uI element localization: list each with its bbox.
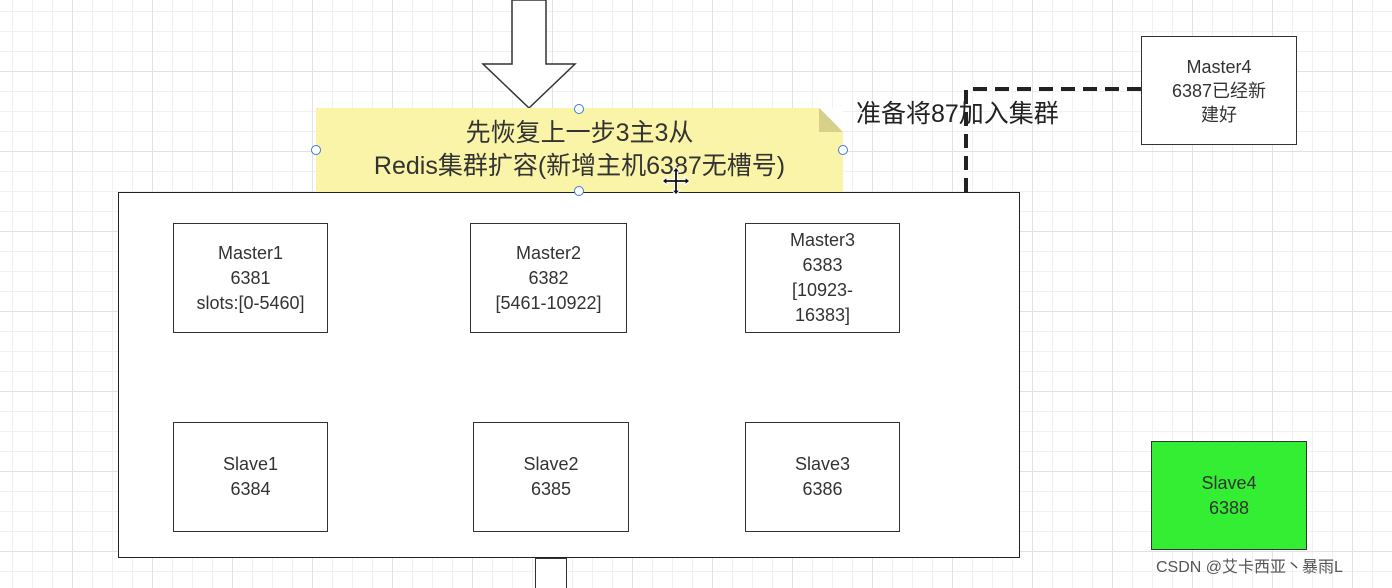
master1-slots: slots:[0-5460] — [196, 292, 305, 313]
slave4-node[interactable]: Slave4 6388 — [1151, 441, 1307, 550]
note-line-1: 先恢复上一步3主3从 — [465, 119, 694, 147]
master4-line1: Master4 — [1186, 56, 1252, 77]
slave3-name: Slave3 — [794, 454, 851, 474]
slave1-name: Slave1 — [222, 454, 279, 474]
slave1-node[interactable]: Slave1 6384 — [173, 422, 328, 532]
master3-port: 6383 — [802, 255, 843, 275]
slave3-node[interactable]: Slave3 6386 — [745, 422, 900, 532]
master3-slots-line1: [10923- — [791, 280, 854, 300]
sticky-note[interactable]: 先恢复上一步3主3从 Redis集群扩容(新增主机6387无槽号) — [316, 108, 843, 192]
master3-node[interactable]: Master3 6383 [10923- 16383] — [745, 223, 900, 333]
master2-name: Master2 — [515, 242, 582, 263]
master3-slots-line2: 16383] — [794, 305, 851, 325]
slave3-port: 6386 — [802, 479, 843, 499]
watermark: CSDN @艾卡西亚丶暴雨L — [1156, 559, 1343, 576]
selection-handle-left[interactable] — [311, 145, 321, 155]
slave2-node[interactable]: Slave2 6385 — [473, 422, 629, 532]
slave1-port: 6384 — [230, 479, 271, 499]
master1-name: Master1 — [217, 242, 284, 263]
note-fold-corner — [819, 108, 843, 132]
slave2-name: Slave2 — [523, 454, 579, 474]
selection-handle-right[interactable] — [838, 145, 848, 155]
bottom-arrow-stub — [535, 558, 567, 588]
selection-handle-top[interactable] — [574, 104, 584, 114]
move-cursor-icon — [661, 166, 691, 196]
master1-node[interactable]: Master1 6381 slots:[0-5460] — [173, 223, 328, 333]
note-line-2: Redis集群扩容(新增主机6387无槽号) — [373, 152, 786, 180]
master2-slots: [5461-10922] — [495, 292, 602, 313]
master1-port: 6381 — [230, 267, 271, 288]
slave2-port: 6385 — [530, 479, 572, 499]
master4-line2: 6387已经新 — [1171, 80, 1267, 101]
master3-name: Master3 — [789, 230, 856, 250]
master4-node[interactable]: Master4 6387已经新 建好 — [1141, 36, 1297, 145]
slave4-port: 6388 — [1208, 497, 1250, 518]
selection-handle-bottom[interactable] — [574, 186, 584, 196]
join-caption: 准备将87加入集群 — [856, 100, 1059, 128]
slave4-name: Slave4 — [1201, 472, 1257, 493]
master2-node[interactable]: Master2 6382 [5461-10922] — [470, 223, 627, 333]
master4-line3: 建好 — [1201, 104, 1237, 125]
big-down-arrow-icon — [481, 0, 577, 110]
master2-port: 6382 — [528, 267, 569, 288]
